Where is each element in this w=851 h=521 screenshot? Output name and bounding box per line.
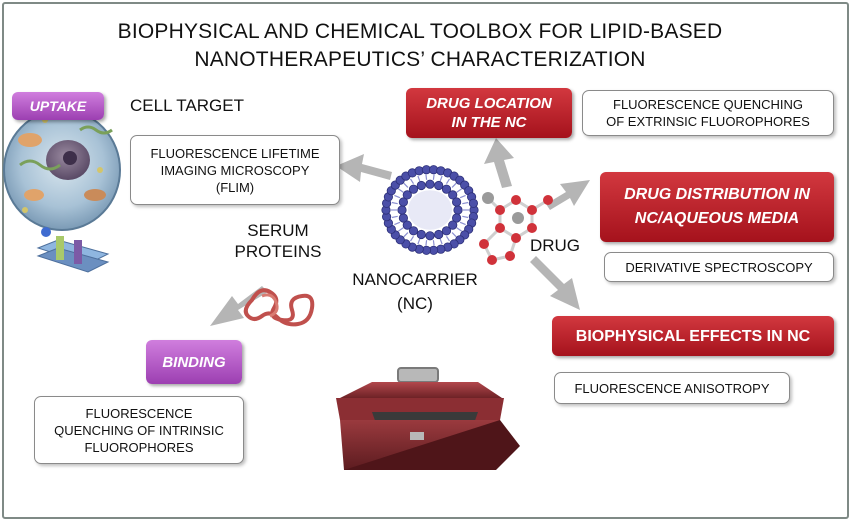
derivative-spectroscopy-box: DERIVATIVE SPECTROSCOPY (604, 252, 834, 282)
nanocarrier-illustration (381, 165, 479, 255)
flim-technique-box: FLUORESCENCE LIFETIME IMAGING MICROSCOPY… (130, 135, 340, 205)
membrane-illustration (36, 227, 110, 273)
quench-int-line-3: FLUOROPHORES (84, 439, 194, 455)
drug-text: DRUG (529, 236, 581, 255)
nc-text: (NC) (397, 294, 433, 313)
title-line-1: BIOPHYSICAL AND CHEMICAL TOOLBOX FOR LIP… (117, 20, 723, 43)
nanocarrier-text: NANOCARRIER (352, 270, 478, 289)
toolbox-illustration (336, 367, 520, 470)
anisotropy-text: FLUORESCENCE ANISOTROPY (574, 380, 770, 396)
drug-location-label: DRUG LOCATION IN THE NC (406, 88, 572, 138)
serum-protein-illustration (243, 288, 315, 327)
drug-location-line-2: IN THE NC (451, 114, 527, 131)
uptake-text: UPTAKE (29, 98, 87, 114)
drug-distribution-line-2: NC/AQUEOUS MEDIA (634, 210, 800, 227)
quenching-intrinsic-box: FLUORESCENCE QUENCHING OF INTRINSIC FLUO… (34, 396, 244, 464)
biophysical-text: BIOPHYSICAL EFFECTS IN NC (575, 327, 811, 345)
drug-location-line-1: DRUG LOCATION (426, 95, 552, 112)
quenching-extrinsic-box: FLUORESCENCE QUENCHING OF EXTRINSIC FLUO… (582, 90, 834, 136)
drug-distribution-line-1: DRUG DISTRIBUTION IN (624, 186, 810, 203)
serum-line-1: SERUM (247, 221, 309, 240)
biophysical-effects-label: BIOPHYSICAL EFFECTS IN NC (552, 316, 834, 356)
cell-target-text: CELL TARGET (130, 96, 244, 115)
arrow-to-drug-distribution (546, 180, 590, 210)
diagram-title: BIOPHYSICAL AND CHEMICAL TOOLBOX FOR LIP… (60, 18, 780, 74)
title-line-2: NANOTHERAPEUTICS’ CHARACTERIZATION (194, 48, 646, 71)
flim-line-2: IMAGING MICROSCOPY (160, 162, 310, 178)
drug-distribution-label: DRUG DISTRIBUTION IN NC/AQUEOUS MEDIA (600, 172, 834, 242)
nanocarrier-label: NANOCARRIER (NC) (330, 268, 500, 316)
drug-label: DRUG (520, 236, 590, 256)
serum-proteins-label: SERUM PROTEINS (228, 220, 328, 262)
binding-text: BINDING (162, 353, 226, 371)
flim-line-3: (FLIM) (215, 179, 255, 195)
quench-ext-line-1: FLUORESCENCE QUENCHING (613, 97, 803, 112)
anisotropy-box: FLUORESCENCE ANISOTROPY (554, 372, 790, 404)
serum-line-2: PROTEINS (234, 242, 322, 261)
arrow-to-biophysical (530, 256, 580, 310)
drug-molecule (479, 192, 553, 265)
uptake-label: UPTAKE (12, 92, 104, 120)
quench-ext-line-2: OF EXTRINSIC FLUOROPHORES (606, 114, 810, 129)
cell-target-label: CELL TARGET (112, 96, 262, 116)
quench-int-line-1: FLUORESCENCE (85, 405, 193, 421)
cell-illustration (3, 109, 121, 231)
binding-label: BINDING (146, 340, 242, 384)
arrow-to-drug-location (484, 138, 514, 188)
flim-line-1: FLUORESCENCE LIFETIME (150, 145, 320, 161)
quench-int-line-2: QUENCHING OF INTRINSIC (54, 422, 224, 438)
arrow-to-cell (336, 154, 392, 182)
derivative-text: DERIVATIVE SPECTROSCOPY (625, 259, 813, 275)
